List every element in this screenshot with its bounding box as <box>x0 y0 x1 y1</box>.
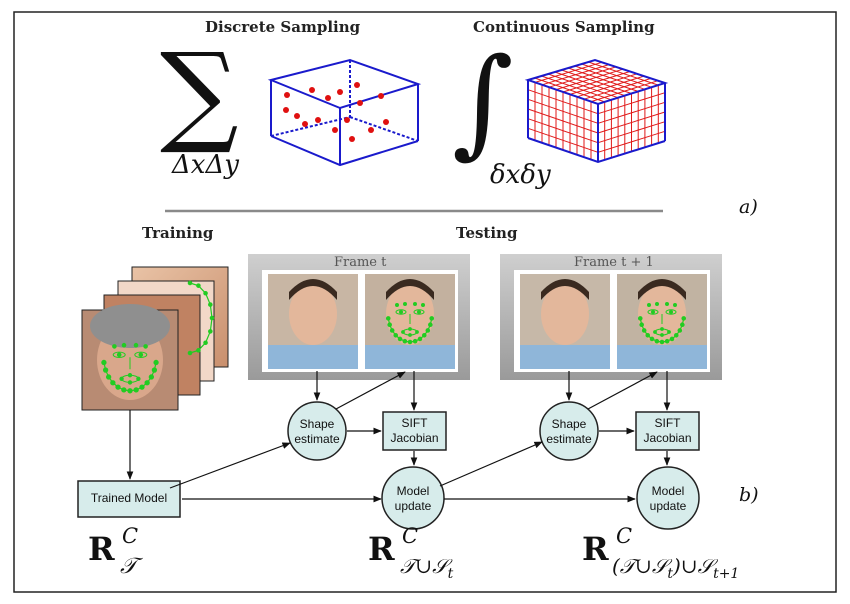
trained-model-label: Trained Model <box>90 491 168 505</box>
frame-t-panel <box>248 254 470 380</box>
sum-symbol: ∑ <box>160 29 239 157</box>
sample-point <box>383 119 389 125</box>
formula-r-t-union-st1: R C (𝒯∪𝒮t)∪𝒮t+1 <box>582 524 740 582</box>
panel-label-a: a) <box>739 196 758 218</box>
frame-t-title: Frame t <box>334 255 387 270</box>
shape-estimate-node-2 <box>539 401 599 461</box>
training-image-stack <box>81 266 229 411</box>
formula-r-t: R C 𝒯 <box>88 524 139 579</box>
sample-point <box>344 117 350 123</box>
discrete-sample-points <box>283 82 389 142</box>
frame-t1-title: Frame t + 1 <box>574 255 654 270</box>
sample-point <box>283 107 289 113</box>
formula-r-t-union-st: R C 𝒯∪𝒮t <box>368 524 454 582</box>
model-update-node-1 <box>381 466 445 530</box>
continuous-measure: δxδy <box>490 160 551 190</box>
trained-model-node <box>77 480 181 518</box>
sample-point <box>325 95 331 101</box>
sample-point <box>354 82 360 88</box>
sift-jacobian-node-2 <box>635 411 700 451</box>
sample-point <box>378 93 384 99</box>
discrete-sampling-title: Discrete Sampling <box>205 18 361 36</box>
training-title: Training <box>142 224 214 242</box>
frame-t-landmarks <box>385 302 435 345</box>
sample-point <box>337 89 343 95</box>
sample-point <box>368 127 374 133</box>
continuous-sampling-title: Continuous Sampling <box>473 18 655 36</box>
continuous-grid-box <box>524 58 669 164</box>
sample-point <box>349 136 355 142</box>
model-update-node-2 <box>636 466 700 530</box>
frame-t1-panel <box>500 254 722 380</box>
sample-point <box>309 87 315 93</box>
shape-estimate-node-1 <box>287 401 347 461</box>
sample-point <box>357 100 363 106</box>
sample-point <box>332 127 338 133</box>
testing-title: Testing <box>456 224 518 242</box>
integral-symbol: ∫ <box>452 32 514 170</box>
outer-border <box>13 11 837 593</box>
sample-point <box>284 92 290 98</box>
panel-label-b: b) <box>739 484 759 506</box>
discrete-measure: ΔxΔy <box>172 150 239 180</box>
frame-t1-landmarks <box>637 302 687 345</box>
sample-point <box>315 117 321 123</box>
sample-point <box>302 121 308 127</box>
sample-point <box>294 113 300 119</box>
discrete-box <box>267 58 422 167</box>
sift-jacobian-node-1 <box>382 411 447 451</box>
training-landmarks <box>101 280 215 394</box>
flow-arrows <box>126 371 671 503</box>
